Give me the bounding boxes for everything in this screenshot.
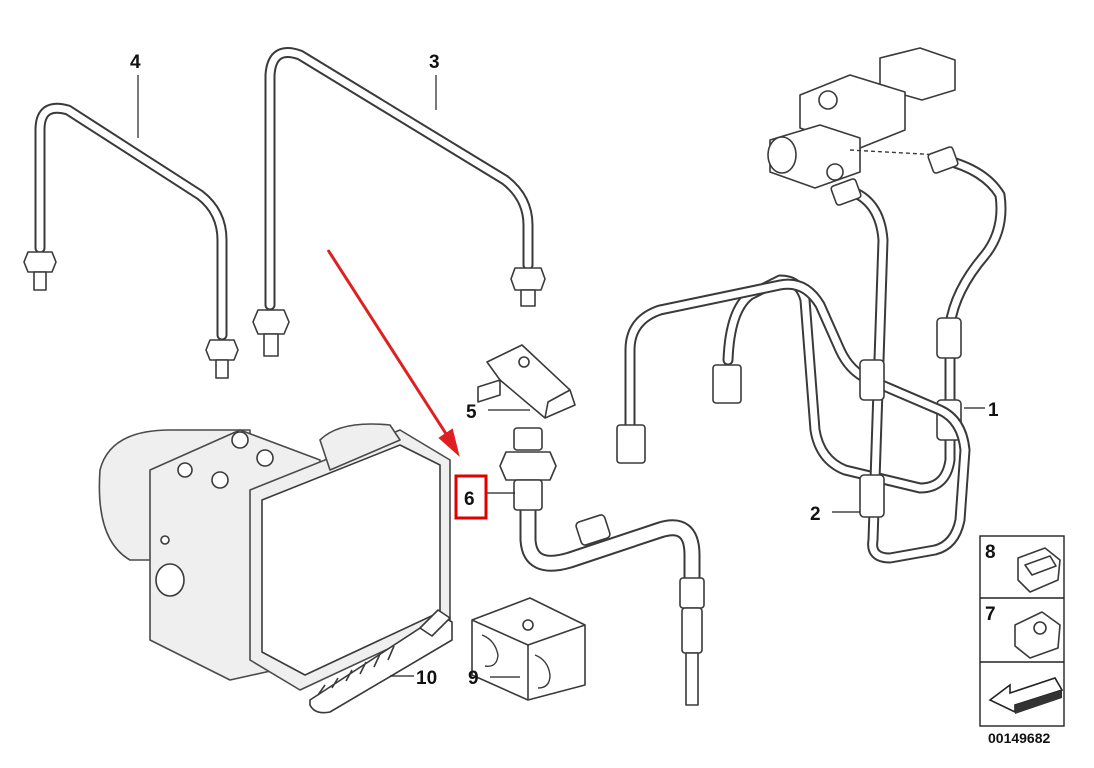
bracket-5[interactable]	[477, 344, 576, 419]
clip-7-icon[interactable]	[1014, 611, 1061, 659]
brake-pipe-4[interactable]	[23, 102, 239, 379]
red-arrow	[326, 249, 460, 457]
brake-hose-6[interactable]	[499, 427, 705, 706]
brake-master-cylinder	[767, 47, 956, 189]
callout-10: 10	[416, 668, 437, 689]
callout-4: 4	[130, 52, 141, 73]
diagram-code: 00149682	[988, 730, 1051, 746]
callout-6: 6	[464, 489, 475, 510]
callout-1: 1	[988, 400, 999, 421]
callout-3: 3	[429, 52, 440, 73]
clip-strip-10[interactable]	[309, 609, 453, 714]
callout-9: 9	[468, 668, 479, 689]
abs-hydraulic-unit	[98, 423, 451, 691]
brake-pipe-2[interactable]	[624, 184, 971, 564]
clip-8-icon[interactable]	[1017, 547, 1061, 593]
highlight-box	[454, 474, 488, 520]
callout-5: 5	[466, 402, 477, 423]
arrow-icon	[988, 677, 1064, 714]
holder-9[interactable]	[471, 597, 586, 701]
brake-pipe-3[interactable]	[252, 47, 546, 357]
legend-item-7-label: 7	[985, 604, 996, 625]
callout-2: 2	[810, 504, 821, 525]
pipe-fittings	[616, 146, 959, 464]
legend-item-8-label: 8	[985, 542, 996, 563]
